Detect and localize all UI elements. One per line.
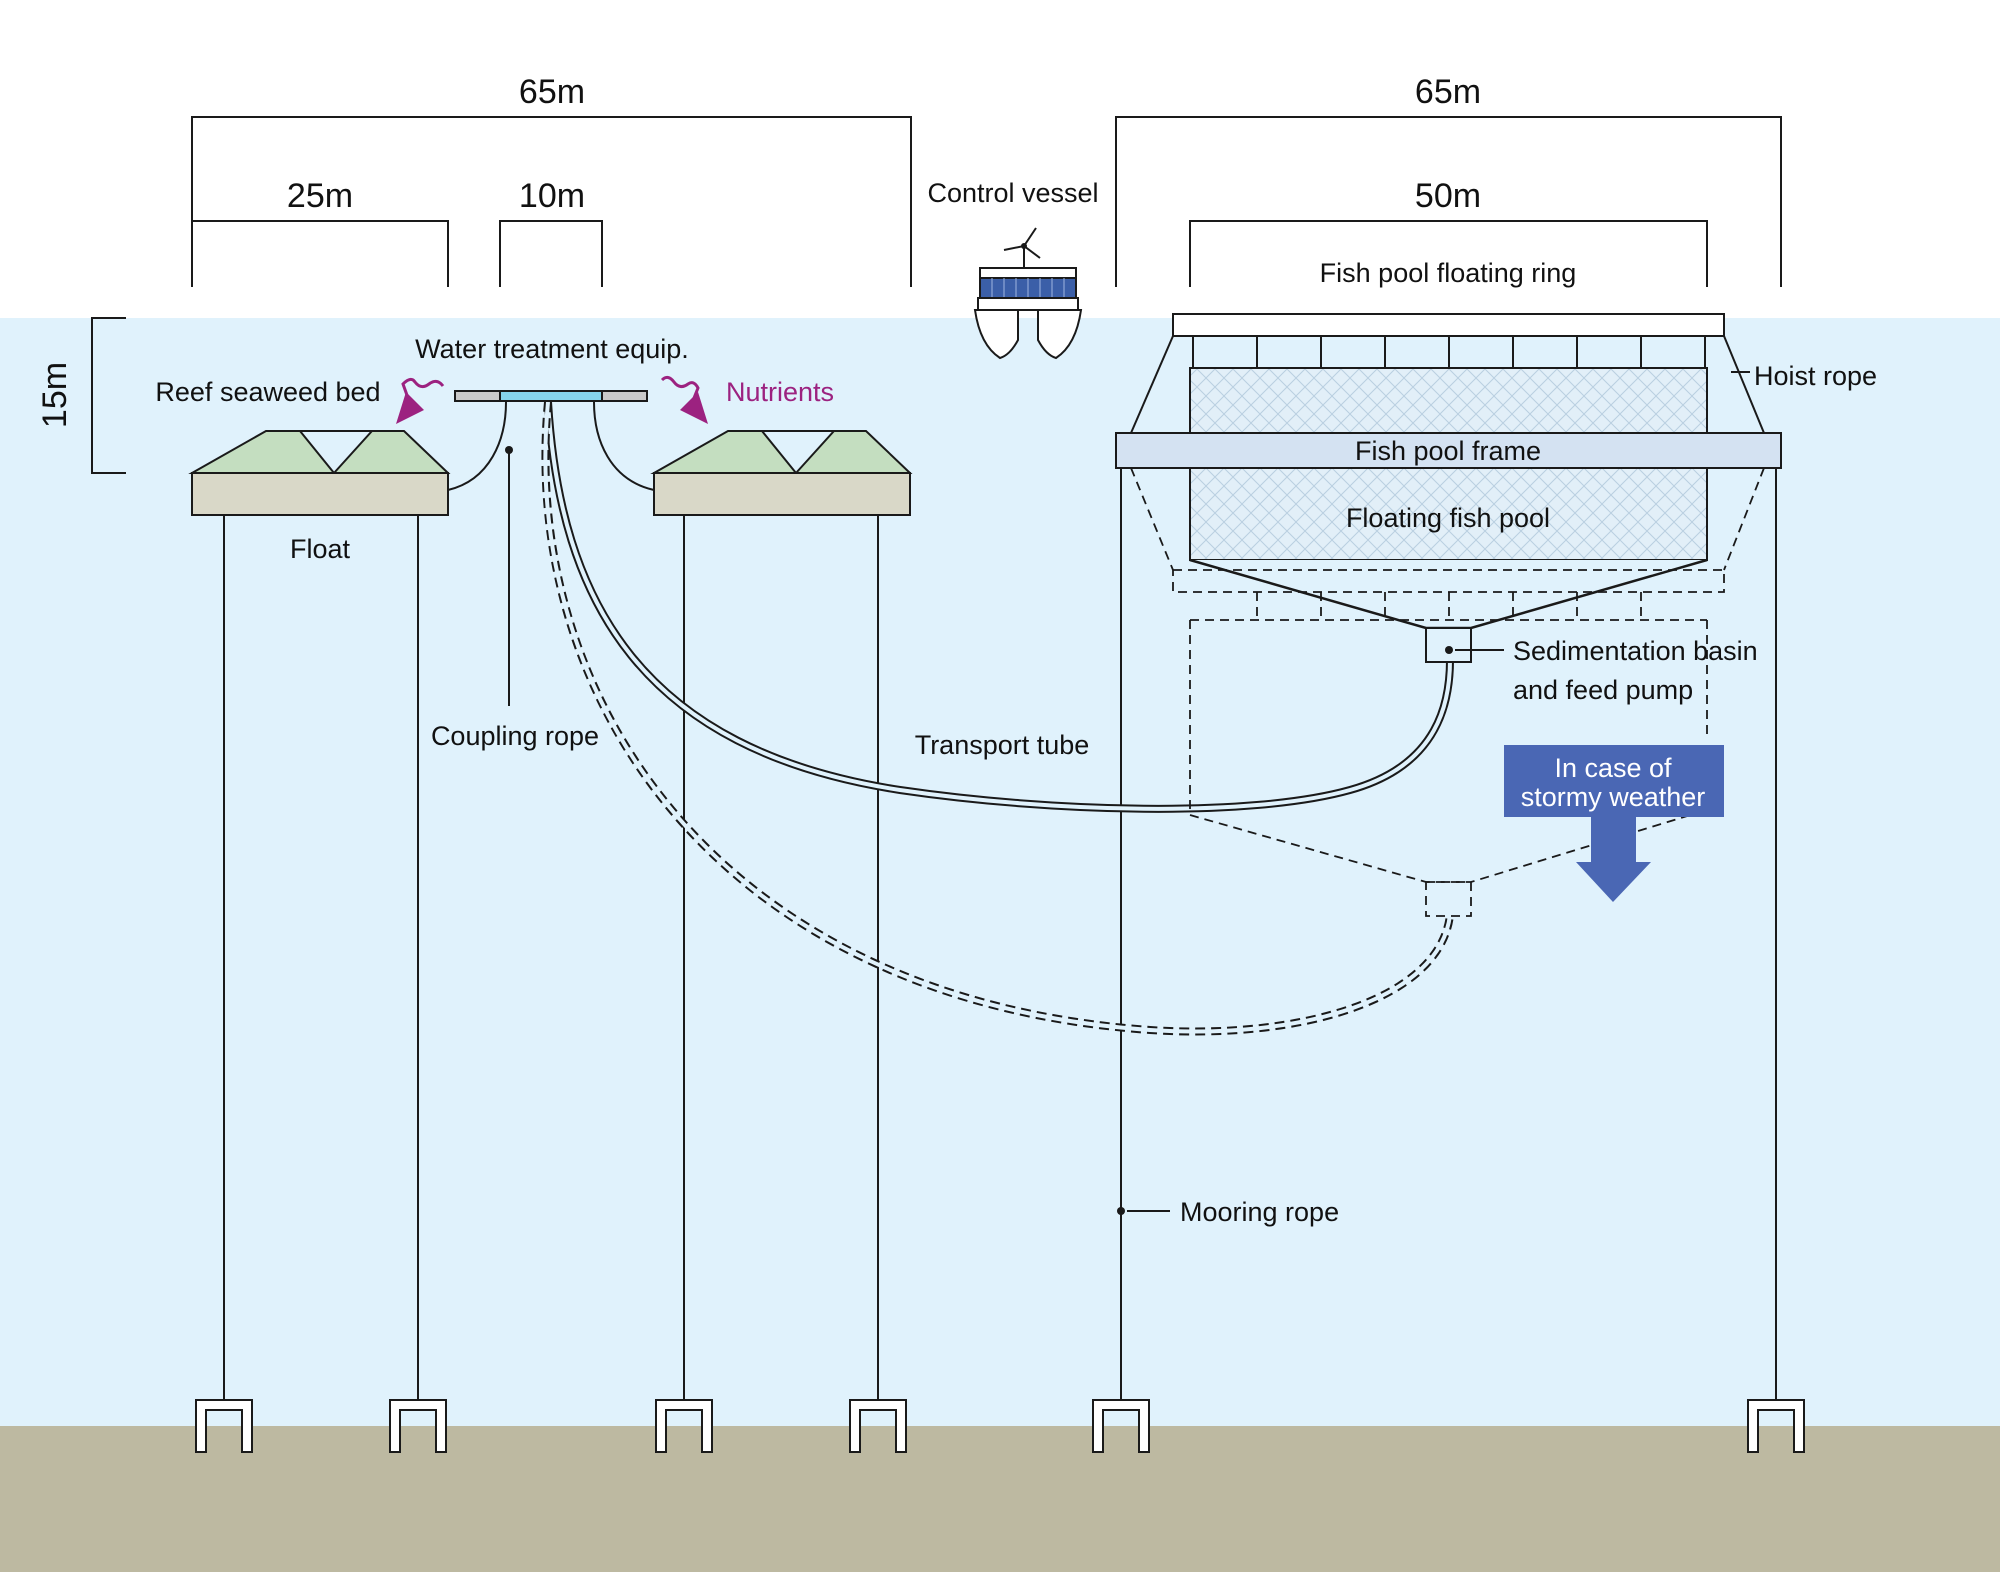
label-feed-pump: and feed pump (1513, 675, 1693, 705)
water-treatment-equipment (454, 390, 648, 402)
dim-pool-width: 50m (1415, 177, 1481, 215)
dim-treatment-width: 10m (519, 177, 585, 215)
storm-arrow (1504, 745, 1724, 902)
label-control-vessel: Control vessel (927, 178, 1098, 208)
label-nutrients: Nutrients (726, 377, 834, 407)
label-fish-pool-frame: Fish pool frame (1355, 436, 1541, 466)
label-transport-tube: Transport tube (915, 730, 1090, 760)
label-water-treatment: Water treatment equip. (415, 334, 689, 364)
dim-right-total: 65m (1415, 73, 1481, 111)
label-storm-line1: In case of (1554, 753, 1672, 783)
mooring-ropes (223, 468, 1777, 1400)
dimension-brackets (91, 116, 1782, 474)
label-reef-seaweed-bed: Reef seaweed bed (155, 377, 380, 407)
label-storm-line2: stormy weather (1521, 782, 1706, 812)
label-coupling-rope: Coupling rope (431, 721, 599, 751)
dim-seaweed-width: 25m (287, 177, 353, 215)
fish-pool-floating-ring (1172, 313, 1725, 368)
sedimentation-marker (1445, 646, 1453, 654)
storm-position-outline (1130, 467, 1765, 917)
label-float: Float (290, 534, 351, 564)
label-floating-fish-pool: Floating fish pool (1346, 503, 1550, 533)
label-mooring-rope: Mooring rope (1180, 1197, 1339, 1227)
dim-depth: 15m (36, 362, 74, 428)
mooring-rope-marker (1117, 1207, 1125, 1215)
fish-pool-net-upper (1189, 367, 1708, 435)
sedimentation-basin (1425, 627, 1472, 663)
anchors (195, 1399, 1805, 1453)
transport-tube (544, 401, 1454, 813)
seaweed-float-left (188, 430, 451, 516)
seaweed-float-right (650, 430, 913, 516)
coupling-ropes (447, 401, 655, 706)
coupling-rope-marker (505, 446, 513, 454)
dim-left-total: 65m (519, 73, 585, 111)
nutrient-arrow-left (396, 377, 445, 424)
hoist-ropes (1130, 335, 1765, 434)
label-fish-pool-floating-ring: Fish pool floating ring (1320, 258, 1577, 288)
control-vessel (973, 227, 1083, 360)
transport-tube-storm (541, 401, 1454, 1036)
label-sedimentation-basin: Sedimentation basin (1513, 636, 1758, 666)
seabed (0, 1426, 2000, 1572)
label-hoist-rope: Hoist rope (1754, 361, 1877, 391)
fish-pool-frame (1115, 432, 1782, 469)
nutrient-arrow-right (660, 375, 708, 424)
